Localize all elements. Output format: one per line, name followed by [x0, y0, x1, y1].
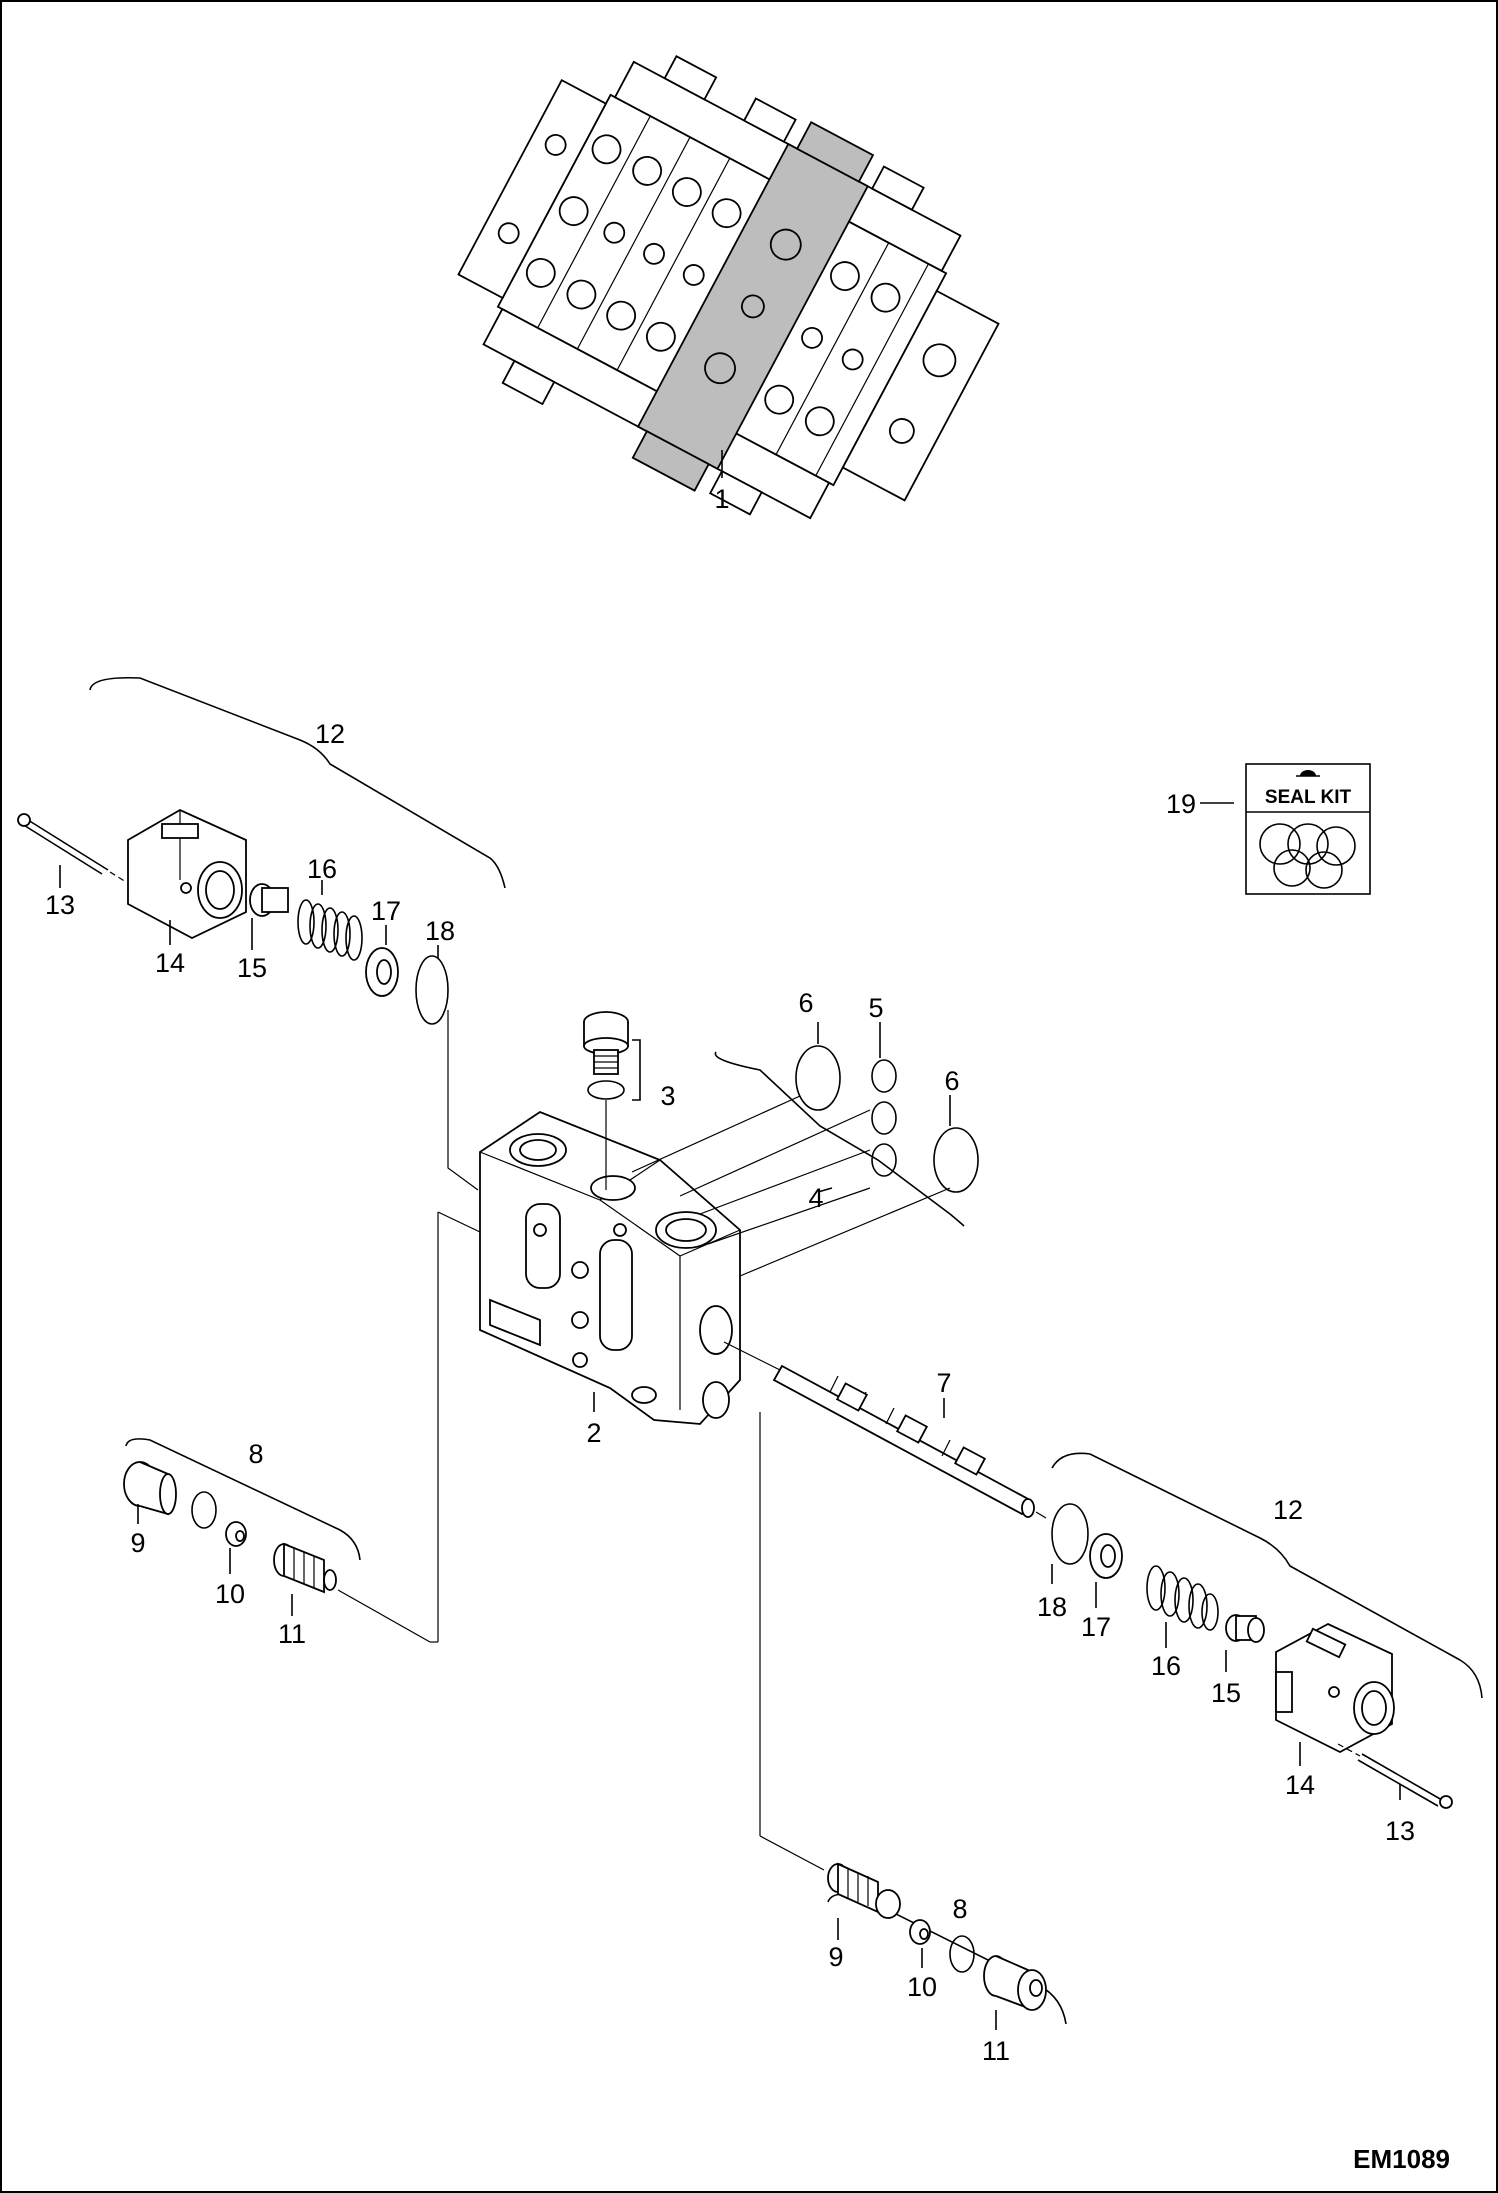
right-relief-assembly: [1051, 1452, 1483, 1809]
callout-16-left: 16: [307, 854, 337, 884]
callout-1: 1: [714, 484, 729, 514]
seal-kit-label: SEAL KIT: [1265, 787, 1352, 808]
port-oring-group: [631, 1022, 979, 1277]
figure-id: EM1089: [1353, 2144, 1450, 2174]
callout-11-left: 11: [278, 1619, 306, 1649]
callout-10-right: 10: [907, 1972, 937, 2002]
valve-body: [479, 1110, 741, 1425]
callout-17-left: 17: [371, 896, 401, 926]
callout-10-left: 10: [215, 1579, 245, 1609]
callout-2: 2: [586, 1418, 601, 1448]
callout-3: 3: [660, 1081, 675, 1111]
callout-5: 5: [868, 993, 883, 1023]
callout-18-right: 18: [1037, 1592, 1067, 1622]
callout-18-left: 18: [425, 916, 455, 946]
callout-7: 7: [936, 1368, 951, 1398]
valve-spool: [723, 1341, 1047, 1519]
seal-kit-box: [1200, 763, 1371, 895]
left-cartridge-assembly: [123, 1211, 481, 1643]
callout-9-left: 9: [130, 1528, 145, 1558]
left-relief-assembly: [17, 676, 506, 1191]
callout-15-right: 15: [1211, 1678, 1241, 1708]
callout-6-right: 6: [944, 1066, 959, 1096]
callout-11-right: 11: [982, 2036, 1010, 2066]
callout-6-top: 6: [798, 988, 813, 1018]
callout-8-right: 8: [952, 1894, 967, 1924]
plug-assembly: [583, 1011, 641, 1190]
callout-17-right: 17: [1081, 1612, 1111, 1642]
callout-13-left: 13: [45, 890, 75, 920]
callout-8-left: 8: [248, 1439, 263, 1469]
callout-9-right: 9: [828, 1942, 843, 1972]
callout-4: 4: [808, 1183, 823, 1213]
callout-12-left: 12: [315, 719, 345, 749]
callout-15-left: 15: [237, 953, 267, 983]
callout-16-right: 16: [1151, 1651, 1181, 1681]
callout-14-right: 14: [1285, 1770, 1315, 1800]
right-cartridge-assembly: [759, 1412, 1067, 2030]
callout-14-left: 14: [155, 948, 185, 978]
callout-12-right: 12: [1273, 1495, 1303, 1525]
valve-block-assembly: [457, 55, 1000, 520]
callout-19: 19: [1166, 789, 1196, 819]
callout-13-right: 13: [1385, 1816, 1415, 1846]
